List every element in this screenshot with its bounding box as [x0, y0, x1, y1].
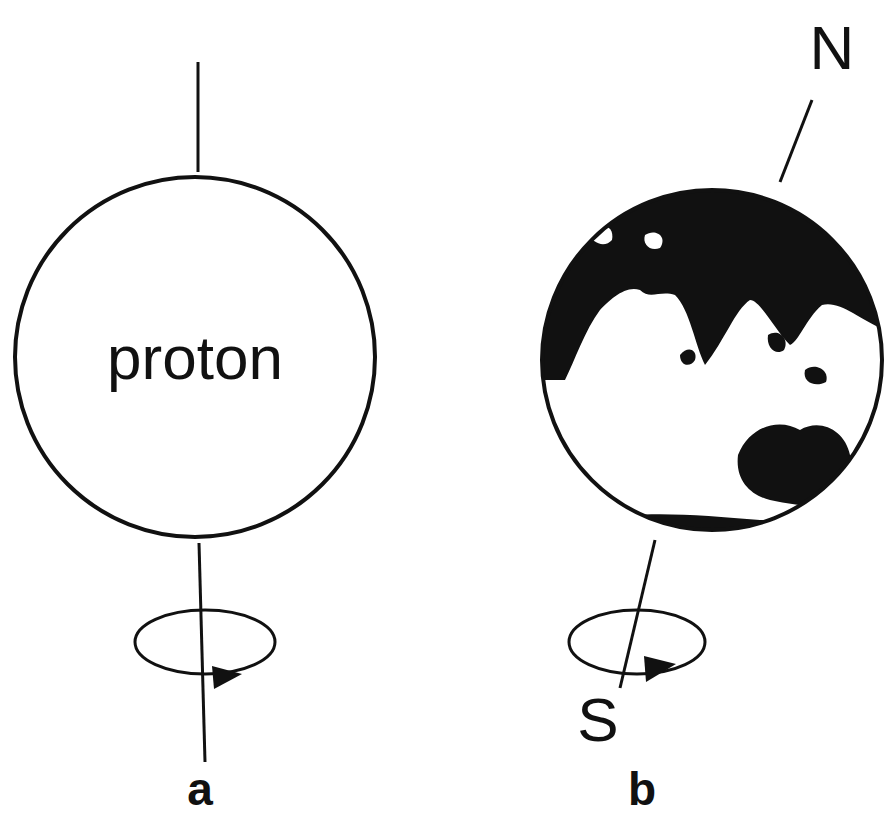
figure-label: a	[187, 766, 213, 812]
proton-sphere	[15, 177, 375, 537]
rotation-arrowhead	[644, 656, 676, 682]
earth-continents	[540, 186, 886, 560]
rotation-loop	[135, 610, 275, 674]
particle-circle: proton	[15, 177, 375, 537]
spin-axis	[197, 62, 200, 172]
earth-outline	[542, 190, 882, 530]
spin-axis	[199, 543, 205, 762]
rotation-loop	[569, 610, 705, 674]
pole-label: S	[577, 689, 618, 751]
figure-label: b	[628, 766, 656, 812]
node-label: proton	[107, 322, 283, 393]
rotation-arrowhead	[212, 666, 242, 689]
pole-label: N	[810, 17, 855, 79]
earth-axis	[780, 100, 812, 182]
